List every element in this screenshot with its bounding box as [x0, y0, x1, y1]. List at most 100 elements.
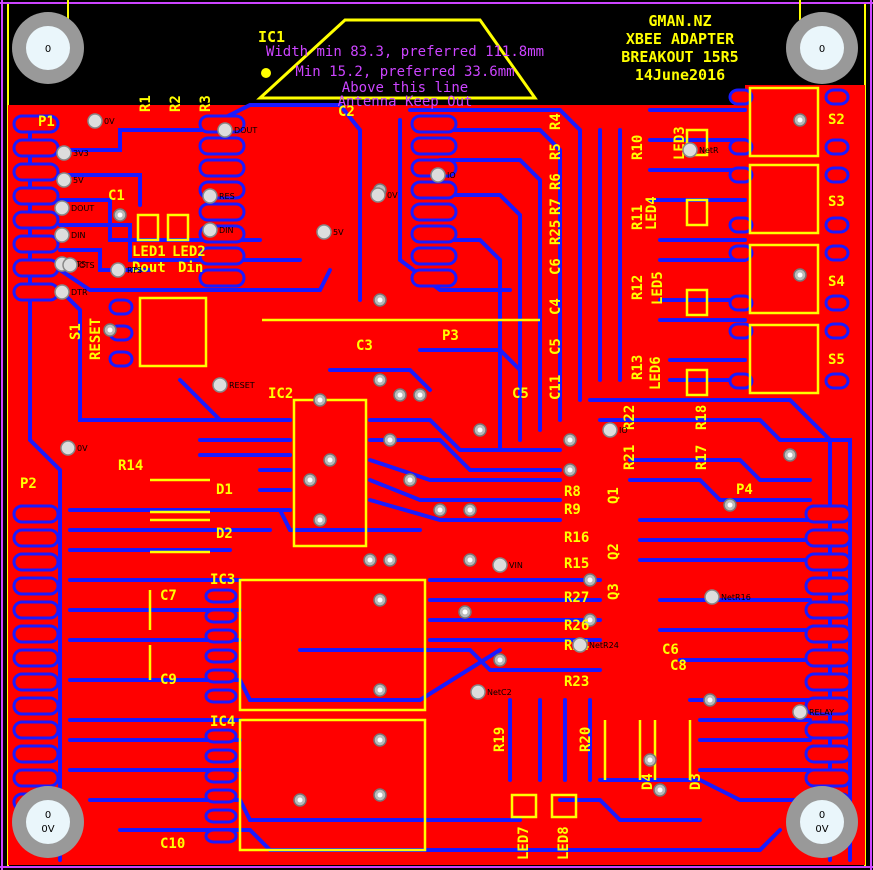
designator-label: R21: [622, 445, 638, 470]
traces: [28, 103, 852, 862]
designator-label: P3: [442, 328, 459, 344]
net-label: 5V: [333, 228, 344, 237]
designator-label: Q3: [606, 583, 622, 600]
net-via: [492, 557, 508, 573]
designator-label: R3: [198, 95, 214, 112]
net-via: [54, 200, 70, 216]
net-label: NetR24: [589, 641, 619, 650]
net-via: [682, 142, 698, 158]
net-via: [217, 122, 233, 138]
net-via: [60, 440, 76, 456]
designator-label: R18: [694, 405, 710, 430]
net-label: RELAY: [809, 708, 834, 717]
designator-label: R22: [622, 405, 638, 430]
designator-label: IC3: [210, 572, 235, 588]
designator-label: C5: [512, 386, 529, 402]
hole-sub-br: 0V: [815, 824, 828, 835]
net-via: [62, 257, 78, 273]
net-label: 3V3: [73, 149, 89, 158]
designator-label: S1: [68, 323, 84, 340]
designator-label: C1: [108, 188, 125, 204]
designator-label: R4: [548, 113, 564, 130]
designator-label: R26: [564, 618, 589, 634]
designator-label: S4: [828, 274, 845, 290]
net-label: 5V: [73, 176, 84, 185]
net-label: 0V: [104, 117, 115, 126]
net-via: [202, 188, 218, 204]
designator-label: R14: [118, 458, 143, 474]
net-via: [470, 684, 486, 700]
designator-label: D2: [216, 526, 233, 542]
hole-label-tl: 0: [45, 44, 51, 55]
net-label: 0V: [77, 444, 88, 453]
keepout-line-1: Width min 83.3, preferred 111.8mm: [266, 44, 544, 60]
designator-label: R1: [138, 95, 154, 112]
designator-label: C2: [338, 104, 355, 120]
net-via: [54, 284, 70, 300]
net-label: DOUT: [234, 126, 257, 135]
designator-label: S2: [828, 112, 845, 128]
net-via: [792, 704, 808, 720]
net-label: DTR: [71, 288, 88, 297]
net-label: CTS: [79, 261, 95, 270]
designator-label: C6: [662, 642, 679, 658]
net-via: [87, 113, 103, 129]
designator-label: S3: [828, 194, 845, 210]
designator-label: LED2: [172, 244, 206, 260]
designator-label: R19: [492, 727, 508, 752]
designator-label: R23: [564, 674, 589, 690]
designator-label: P4: [736, 482, 753, 498]
net-label: NetR: [699, 146, 719, 155]
keepout-line-4: Antenna Keep Out: [338, 94, 473, 110]
net-via: [430, 167, 446, 183]
hole-label-bl: 0: [45, 810, 51, 821]
designator-label: R17: [694, 445, 710, 470]
net-via: [56, 145, 72, 161]
net-label: VIN: [509, 561, 523, 570]
designator-label: D1: [216, 482, 233, 498]
net-via: [54, 227, 70, 243]
designator-label: LED1: [132, 244, 166, 260]
ic1-label: IC1: [258, 28, 285, 46]
hole-sub-bl: 0V: [41, 824, 54, 835]
mount-holes: [12, 12, 858, 858]
net-label: RES: [219, 192, 235, 201]
keepout-line-2: Min 15.2, preferred 33.6mm: [295, 64, 514, 80]
net-label: RTS: [127, 266, 142, 275]
antenna-keepout: [256, 18, 538, 100]
hole-label-tr: 0: [819, 44, 825, 55]
designator-label: C6: [548, 258, 564, 275]
designator-label: D4: [640, 773, 656, 790]
silkscreen-outlines: [136, 86, 820, 852]
designator-label: R9: [564, 502, 581, 518]
designator-label: R7: [548, 198, 564, 215]
net-via: [602, 422, 618, 438]
designator-label: S5: [828, 352, 845, 368]
net-label: IO: [619, 426, 628, 435]
designator-label: C3: [356, 338, 373, 354]
net-via: [110, 262, 126, 278]
designator-label: R25: [548, 220, 564, 245]
vias: [103, 113, 807, 807]
keepout-note: Width min 83.3, preferred 111.8mm Min 15…: [266, 44, 544, 110]
net-label: NetC2: [487, 688, 512, 697]
designator-label: R15: [564, 556, 589, 572]
net-label: 0V: [387, 191, 398, 200]
net-label: NetR16: [721, 593, 751, 602]
net-label: DIN: [71, 231, 86, 240]
designator-label: R27: [564, 590, 589, 606]
net-label: DOUT: [71, 204, 94, 213]
designator-label: R10: [630, 135, 646, 160]
net-label: DIN: [219, 226, 234, 235]
designator-label: C7: [160, 588, 177, 604]
net-via: [202, 222, 218, 238]
designator-label: C4: [548, 298, 564, 315]
designator-label: P1: [38, 114, 55, 130]
designator-label: C9: [160, 672, 177, 688]
net-label: RTS: [71, 260, 86, 269]
designator-label: C11: [548, 375, 564, 400]
designator-label: LED5: [650, 271, 666, 305]
designator-label: LED6: [648, 356, 664, 390]
designator-label: Din: [178, 260, 203, 276]
